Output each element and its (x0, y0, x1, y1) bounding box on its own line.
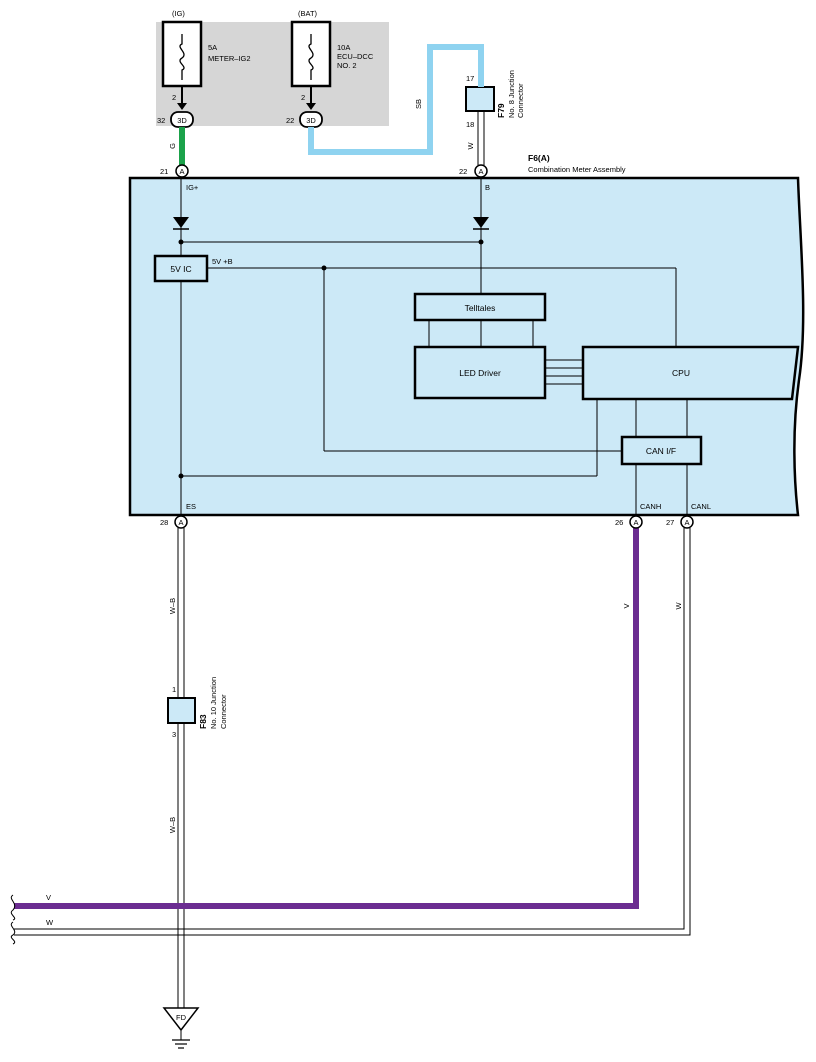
sb-wire-label: SB (414, 99, 423, 109)
pin-canl-conn: A (684, 518, 689, 527)
pin-ig-connector (175, 164, 189, 178)
pin-canl-connector (680, 515, 694, 529)
fuse2-conn-code: 3D (306, 116, 316, 125)
fuse1-conn-code: 3D (177, 116, 187, 125)
canl-wire-outer (14, 528, 691, 936)
canl-wire-label: W (674, 602, 683, 610)
pin-canl-num: 27 (666, 518, 674, 527)
es-wire-label: W–B (168, 598, 177, 614)
fuse2-pin-arrow (306, 103, 316, 110)
f83-code: F83 (198, 714, 208, 729)
cpu-block (581, 345, 800, 401)
fuse1-supply: (IG) (172, 9, 185, 18)
pin-es-connector (174, 515, 188, 529)
pin-ig-label: IG+ (186, 183, 199, 192)
pin-b-num: 22 (459, 167, 467, 176)
fuse1-conn-pin: 32 (157, 116, 165, 125)
b-wire-label: W (466, 142, 475, 150)
ground-code: FD (176, 1013, 187, 1022)
f83-connector (167, 697, 196, 724)
es-wire-label-lower: W–B (168, 817, 177, 833)
fuse2-element (308, 34, 314, 80)
ground-triangle (162, 1007, 200, 1032)
f83-pin-top: 1 (172, 685, 176, 694)
junction-dot-2 (478, 239, 484, 245)
pin-canl-label: CANL (691, 502, 711, 511)
telltales-label: Telltales (465, 303, 496, 313)
canif-block (620, 435, 703, 466)
f83-line1: No. 10 Junction (209, 677, 218, 729)
meter-code: F6(A) (528, 153, 550, 163)
fuse1-rating: 5A (208, 43, 217, 52)
fuse1-name: METER–IG2 (208, 54, 251, 63)
pin-canh-connector (629, 515, 643, 529)
bus-v-label: V (46, 893, 51, 902)
pin-es-num: 28 (160, 518, 168, 527)
fuse1-pin: 2 (172, 93, 176, 102)
f79-line2: Connector (516, 83, 525, 118)
bus-w-label: W (46, 918, 54, 927)
ig-wire-label: G (168, 143, 177, 149)
fuse2-name-line2: NO. 2 (337, 61, 357, 70)
telltales-block (413, 292, 547, 322)
pin-canh-num: 26 (615, 518, 623, 527)
f79-code: F79 (496, 103, 506, 118)
f83-pin-bottom: 3 (172, 730, 176, 739)
canif-label: CAN I/F (646, 446, 676, 456)
f83-line2: Connector (219, 694, 228, 729)
f79-pin-top: 17 (466, 74, 474, 83)
meter-name: Combination Meter Assembly (528, 165, 626, 174)
ig-diode-icon (173, 217, 189, 228)
f79-pin-bottom: 18 (466, 120, 474, 129)
f79-line1: No. 8 Junction (507, 70, 516, 118)
pin-b-conn: A (478, 167, 483, 176)
ic-out-label: 5V +B (212, 257, 233, 266)
pin-canh-label: CANH (640, 502, 661, 511)
b-diode-icon (473, 217, 489, 228)
fuse2-name-line1: ECU–DCC (337, 52, 374, 61)
fuse2-rating: 10A (337, 43, 350, 52)
pin-es-conn: A (178, 518, 183, 527)
fuse1-pin-arrow (177, 103, 187, 110)
fuse1-element (179, 34, 185, 80)
pin-b-label: B (485, 183, 490, 192)
led-driver-label: LED Driver (459, 368, 501, 378)
fuse2-conn-pin: 22 (286, 116, 294, 125)
fuse2-pin: 2 (301, 93, 305, 102)
canl-wire-inner (14, 528, 685, 930)
pin-ig-num: 21 (160, 167, 168, 176)
f79-connector (465, 86, 495, 112)
sb-wire (308, 44, 484, 155)
break-mark-upper (10, 894, 16, 921)
fuse2-supply: (BAT) (298, 9, 318, 18)
pin-canh-conn: A (633, 518, 638, 527)
led-driver-block (413, 345, 547, 400)
break-mark-lower (10, 921, 16, 945)
canh-wire-label: V (622, 603, 631, 608)
pin-ig-conn: A (179, 167, 184, 176)
pin-b-connector (474, 164, 488, 178)
canh-wire (14, 528, 639, 909)
ic-label: 5V IC (170, 264, 191, 274)
cpu-label: CPU (672, 368, 690, 378)
pin-es-label: ES (186, 502, 196, 511)
